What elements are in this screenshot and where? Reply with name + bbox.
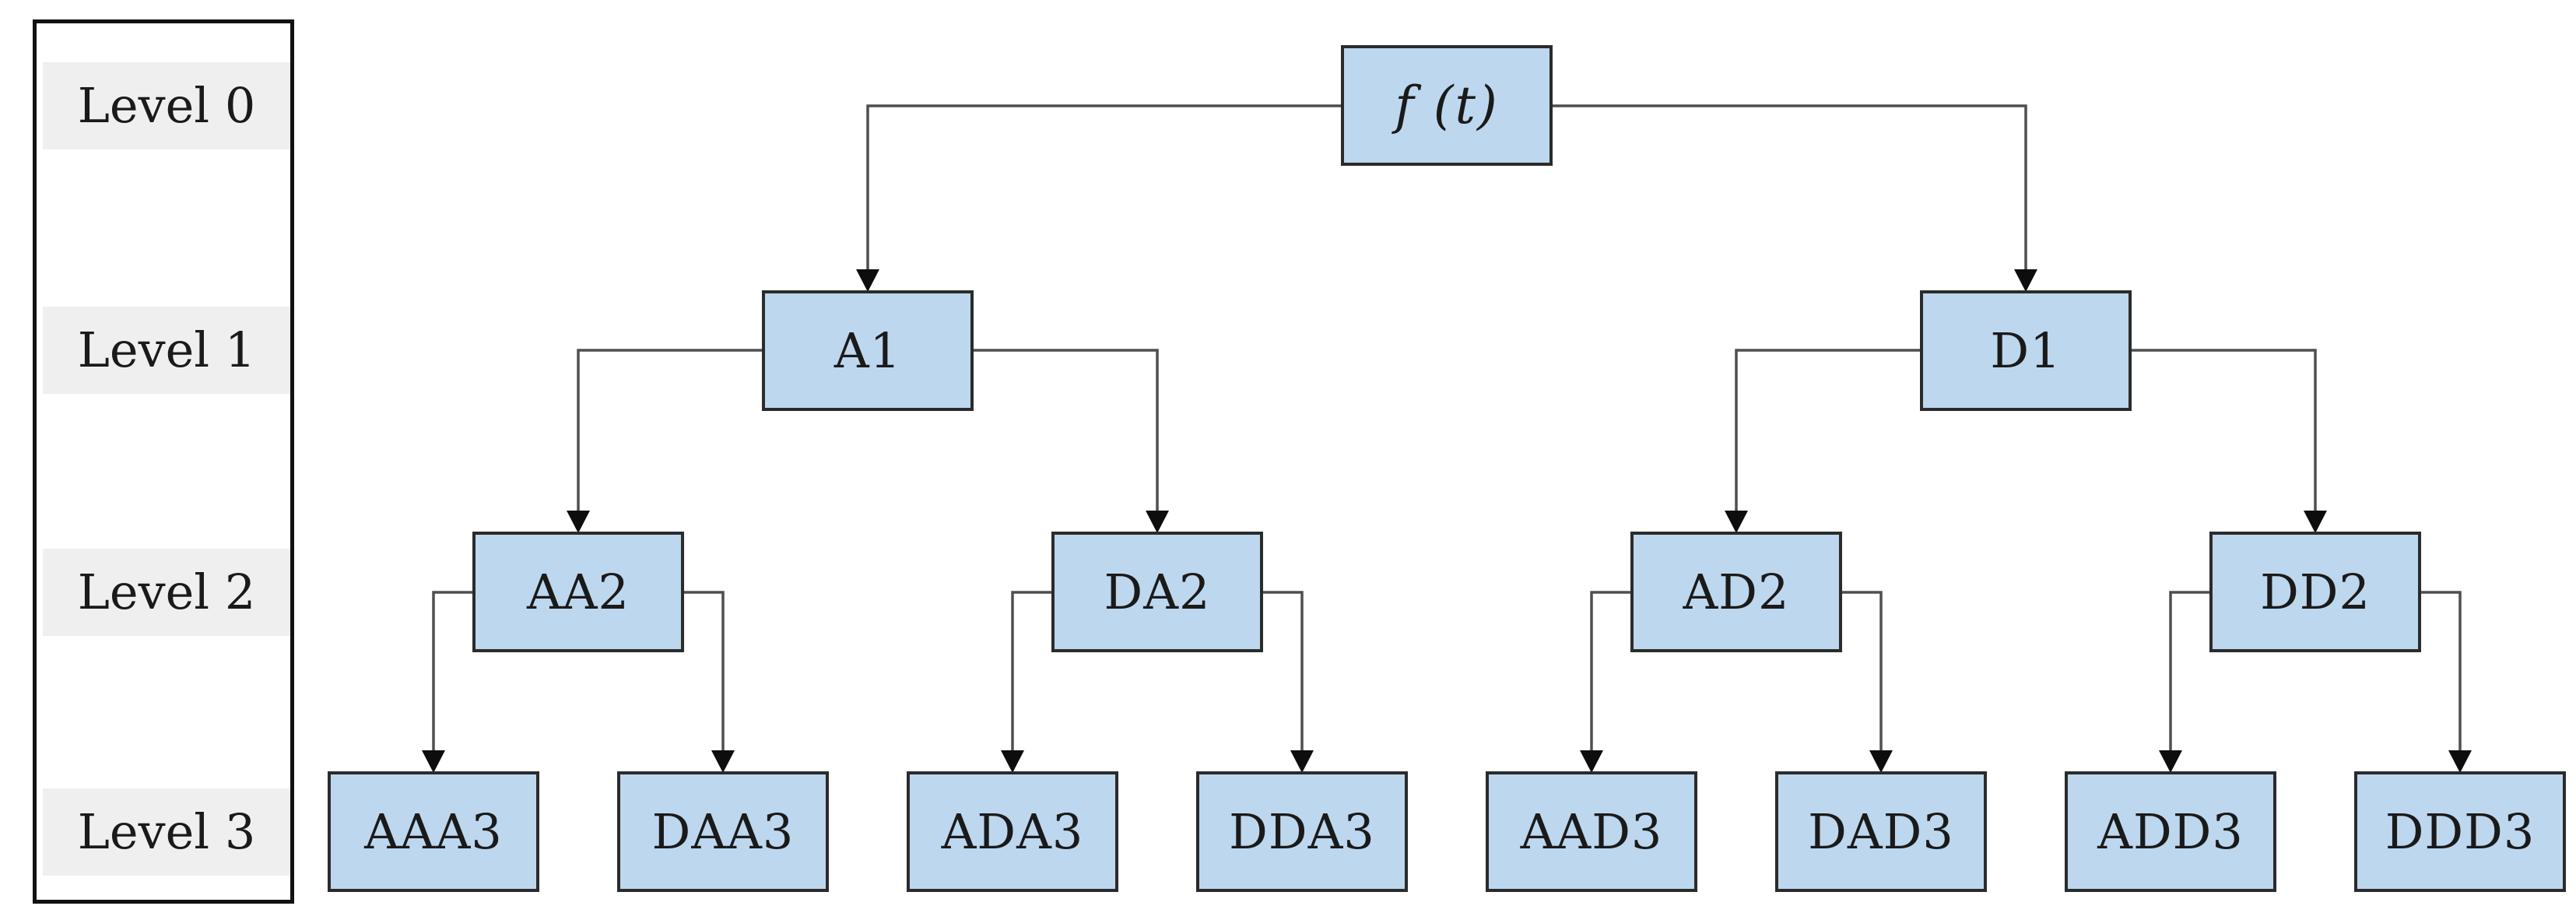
edge-line (1842, 591, 1883, 752)
legend-band-level-3: Level 3 (43, 788, 290, 876)
node-label: DDD3 (2385, 802, 2536, 860)
node-label: D1 (1990, 321, 2062, 379)
node-dd2: DD2 (2209, 532, 2421, 652)
arrow-down-icon (2014, 269, 2037, 292)
node-label: AD2 (1683, 563, 1790, 620)
edge-root-a1 (856, 104, 1341, 292)
edge-aa2-daa3 (684, 591, 735, 773)
edge-a1-da2 (974, 349, 1169, 533)
node-label: ADA3 (941, 802, 1084, 860)
node-label: DAA3 (651, 802, 795, 860)
edge-line (2169, 591, 2209, 752)
edge-line (1590, 591, 1630, 752)
legend-band-level-0: Level 0 (43, 62, 290, 149)
edge-da2-ada3 (1001, 591, 1051, 773)
legend-label-level-0: Level 0 (77, 77, 256, 134)
arrow-down-icon (2448, 750, 2472, 773)
edge-line (577, 349, 762, 512)
level-legend: Level 0 Level 1 Level 2 Level 3 (33, 19, 294, 904)
arrow-down-icon (1290, 750, 1314, 773)
edge-a1-aa2 (567, 349, 762, 533)
edge-line (2421, 591, 2462, 752)
edge-root-d1 (1553, 104, 2037, 292)
edge-ad2-aad3 (1580, 591, 1630, 773)
node-label: AAA3 (364, 802, 503, 860)
node-label: A1 (834, 321, 902, 379)
arrow-down-icon (2159, 750, 2182, 773)
legend-label-level-1: Level 1 (77, 321, 256, 378)
edge-line (2132, 349, 2317, 512)
arrow-down-icon (1580, 750, 1603, 773)
node-label: DA2 (1104, 563, 1211, 620)
edge-line (684, 591, 725, 752)
arrow-down-icon (2304, 511, 2327, 533)
node-ad2: AD2 (1630, 532, 1842, 652)
edge-line (866, 104, 1341, 271)
node-label: AA2 (527, 563, 630, 620)
edge-line (1263, 591, 1304, 752)
legend-label-level-2: Level 2 (77, 564, 256, 620)
node-root-signal: f (t) (1341, 45, 1553, 166)
arrow-down-icon (1001, 750, 1024, 773)
arrow-down-icon (1146, 511, 1169, 533)
node-add3: ADD3 (2065, 771, 2276, 892)
node-dad3: DAD3 (1775, 771, 1987, 892)
legend-band-level-2: Level 2 (43, 549, 290, 636)
arrow-down-icon (1869, 750, 1893, 773)
node-d1: D1 (1920, 290, 2132, 411)
legend-band-level-1: Level 1 (43, 307, 290, 394)
edge-line (432, 591, 472, 752)
node-aa2: AA2 (472, 532, 684, 652)
edge-line (1011, 591, 1051, 752)
node-label: DD2 (2260, 563, 2371, 620)
edge-da2-dda3 (1263, 591, 1314, 773)
arrow-down-icon (567, 511, 590, 533)
edge-dd2-add3 (2159, 591, 2209, 773)
edge-dd2-ddd3 (2421, 591, 2472, 773)
node-label: DAD3 (1808, 802, 1954, 860)
edge-line (974, 349, 1159, 512)
node-label: ADD3 (2097, 802, 2244, 860)
node-label: f (t) (1395, 75, 1499, 135)
edge-d1-dd2 (2132, 349, 2327, 533)
edge-d1-ad2 (1725, 349, 1920, 533)
node-label: AAD3 (1520, 802, 1663, 860)
edge-aa2-aaa3 (422, 591, 472, 773)
node-ddd3: DDD3 (2354, 771, 2566, 892)
node-aaa3: AAA3 (328, 771, 539, 892)
arrow-down-icon (1725, 511, 1748, 533)
node-daa3: DAA3 (617, 771, 829, 892)
node-ada3: ADA3 (907, 771, 1118, 892)
edge-ad2-dad3 (1842, 591, 1893, 773)
arrow-down-icon (711, 750, 735, 773)
node-a1: A1 (762, 290, 974, 411)
arrow-down-icon (856, 269, 879, 292)
node-dda3: DDA3 (1196, 771, 1408, 892)
edge-line (1735, 349, 1920, 512)
arrow-down-icon (422, 750, 445, 773)
node-da2: DA2 (1051, 532, 1263, 652)
legend-label-level-3: Level 3 (77, 803, 256, 860)
edge-line (1553, 104, 2027, 271)
node-aad3: AAD3 (1486, 771, 1697, 892)
node-label: DDA3 (1229, 802, 1375, 860)
